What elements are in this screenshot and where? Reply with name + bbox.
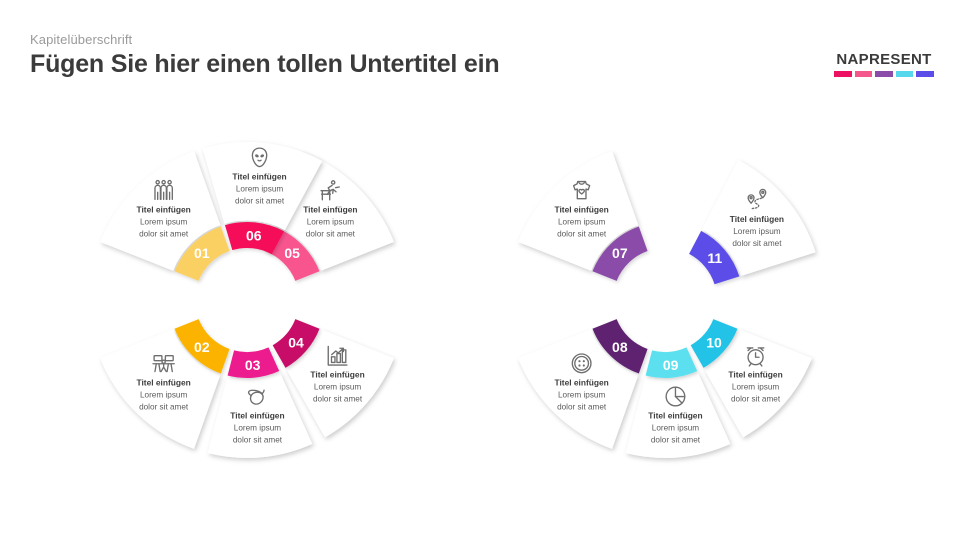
acorn-icon (247, 389, 265, 405)
segment-text-line-2: dolor sit amet (139, 402, 189, 411)
segment-text-line-2: dolor sit amet (557, 402, 607, 411)
segment-number: 06 (246, 227, 262, 243)
segment-band[interactable] (224, 222, 285, 255)
segment-text-line-1: Lorem ipsum (234, 424, 282, 433)
logo-bar-2 (854, 71, 873, 77)
segment-panel[interactable] (704, 329, 812, 438)
logo-bar-1 (834, 71, 852, 77)
baby-onesie-icon (572, 180, 591, 200)
segment-band[interactable] (645, 347, 698, 378)
segment-title: Titel einfügen (232, 172, 286, 182)
page-title: Fügen Sie hier einen tollen Untertitel e… (30, 50, 500, 78)
bar-chart-growth-icon (327, 345, 348, 366)
segment-text-line-1: Lorem ipsum (558, 218, 606, 227)
segment-band[interactable] (689, 230, 740, 285)
segment-number: 08 (612, 339, 628, 355)
segment-panel[interactable] (207, 372, 313, 458)
segment-band[interactable] (272, 319, 320, 368)
segment-number: 03 (245, 357, 261, 373)
route-map-pin-icon (747, 188, 767, 210)
logo-bar-5 (916, 71, 934, 77)
button-sewing-icon (571, 353, 592, 374)
segment-text-line-1: Lorem ipsum (732, 383, 780, 392)
segment-number: 10 (706, 335, 722, 351)
segment-title: Titel einfügen (730, 214, 784, 224)
segment-text-line-2: dolor sit amet (139, 230, 189, 239)
segment-text-line-1: Lorem ipsum (236, 185, 284, 194)
segment-band[interactable] (592, 319, 648, 374)
brand-logo: NAPRESENT (834, 52, 934, 77)
segment-title: Titel einfügen (310, 370, 364, 380)
segment-text-line-1: Lorem ipsum (558, 390, 606, 399)
segment-text-line-1: Lorem ipsum (733, 227, 781, 236)
segment-title: Titel einfügen (728, 370, 782, 380)
segment-number: 05 (284, 245, 300, 261)
segment-panel[interactable] (286, 329, 394, 438)
segment-text-line-2: dolor sit amet (313, 395, 363, 404)
segment-panel[interactable] (518, 329, 639, 449)
segment-band[interactable] (592, 226, 648, 281)
segment-band[interactable] (227, 347, 280, 379)
segment-title: Titel einfügen (230, 411, 284, 421)
segment-text-line-2: dolor sit amet (235, 197, 285, 206)
segment-text-line-1: Lorem ipsum (314, 383, 362, 392)
segment-panel[interactable] (100, 329, 221, 449)
segment-text-line-2: dolor sit amet (557, 230, 607, 239)
segment-title: Titel einfügen (136, 377, 190, 387)
segment-text-line-1: Lorem ipsum (652, 424, 700, 433)
segment-panel[interactable] (202, 142, 323, 231)
segment-panel[interactable] (701, 159, 816, 276)
segment-text-line-2: dolor sit amet (306, 230, 356, 239)
alien-head-icon (251, 147, 268, 168)
segment-panel[interactable] (518, 151, 639, 271)
logo-bar-4 (895, 71, 914, 77)
segment-panel[interactable] (100, 151, 221, 271)
segment-number: 02 (194, 339, 210, 355)
segment-text-line-2: dolor sit amet (651, 436, 701, 445)
segment-text-line-2: dolor sit amet (731, 395, 781, 404)
segment-text-line-1: Lorem ipsum (140, 390, 188, 399)
segment-text-line-2: dolor sit amet (233, 436, 283, 445)
classroom-desks-icon (152, 355, 175, 373)
segment-band[interactable] (174, 226, 230, 281)
alarm-clock-icon (746, 347, 765, 367)
segment-title: Titel einfügen (136, 205, 190, 215)
segment-panel[interactable] (625, 372, 731, 459)
segment-text-line-1: Lorem ipsum (307, 218, 355, 227)
segment-text-line-2: dolor sit amet (732, 239, 782, 248)
chapter-kicker: Kapitelüberschrift (30, 32, 133, 47)
segment-title: Titel einfügen (554, 377, 608, 387)
logo-bar-3 (875, 71, 893, 77)
segment-title: Titel einfügen (554, 205, 608, 215)
segment-band[interactable] (690, 319, 738, 368)
segment-number: 01 (194, 245, 210, 261)
segment-title: Titel einfügen (648, 411, 702, 421)
segment-number: 07 (612, 245, 628, 261)
hurdle-runner-icon (320, 180, 340, 201)
segment-number: 11 (707, 250, 722, 266)
logo-color-bars (834, 71, 934, 77)
pie-chart-icon (665, 386, 686, 407)
segment-text-line-1: Lorem ipsum (140, 218, 188, 227)
segment-number: 09 (663, 357, 679, 373)
segment-number: 04 (288, 335, 304, 351)
three-people-icon (154, 179, 173, 201)
segment-band[interactable] (174, 319, 230, 374)
segment-title: Titel einfügen (303, 205, 357, 215)
logo-wordmark: NAPRESENT (836, 51, 932, 68)
